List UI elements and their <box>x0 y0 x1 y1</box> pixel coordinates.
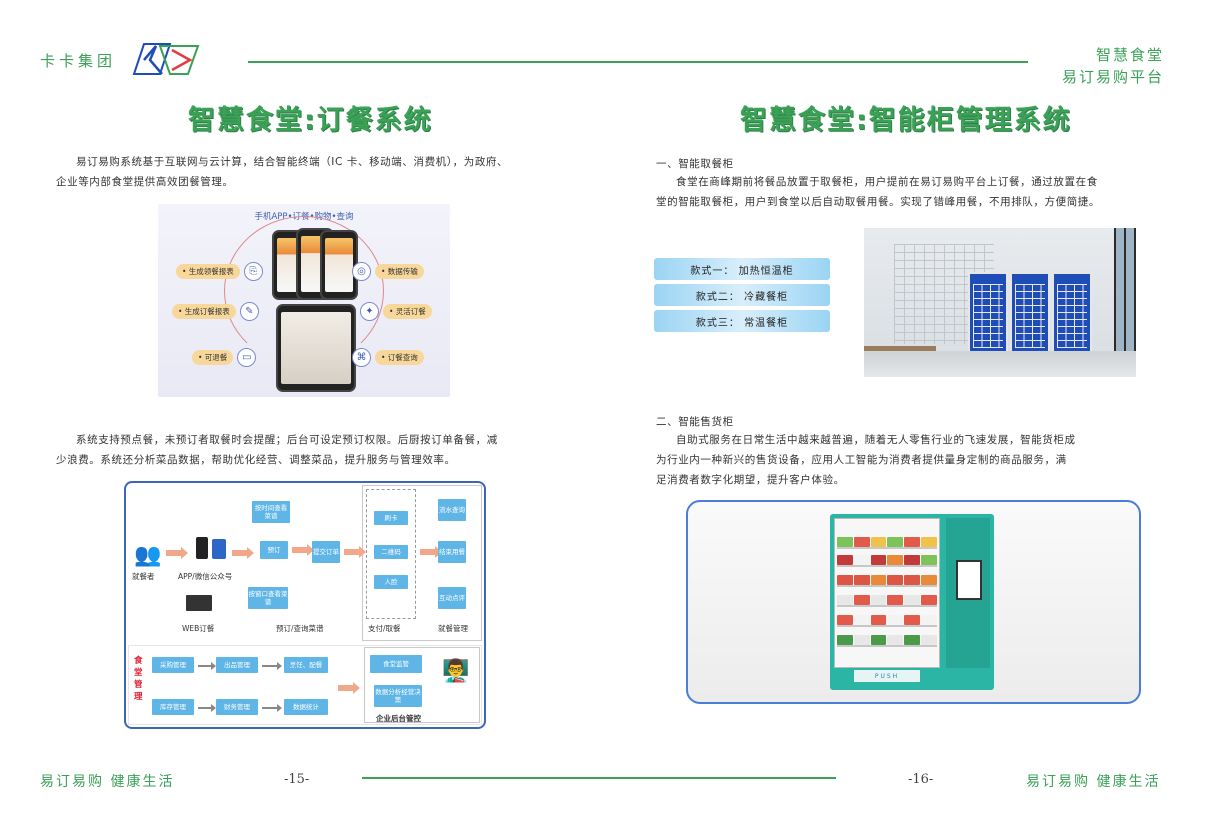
flow-arrow <box>420 546 442 558</box>
header-right-line1: 智慧食堂 <box>1095 46 1164 64</box>
flow-box-analysis: 数据分析经营决策 <box>374 685 422 707</box>
cabinet-style-1: 款式一： 加热恒温柜 <box>654 258 830 280</box>
feature-right-2: ✦ • 灵活订餐 <box>360 302 432 321</box>
flow-box-flow-query: 流水查询 <box>438 499 466 521</box>
computer-icon <box>186 595 212 611</box>
cabinet-style-2: 款式二： 冷藏餐柜 <box>654 284 830 306</box>
brand-name: 卡卡集团 <box>40 52 117 70</box>
header-right-line2: 易订易购平台 <box>1061 68 1164 86</box>
vending-machine: PUSH <box>830 514 994 690</box>
feature-left-1: • 生成领餐报表 ⎘ <box>176 262 263 281</box>
food-locker <box>1010 272 1050 354</box>
people-icon: 👥 <box>134 543 162 568</box>
phone-icon <box>196 537 208 559</box>
share-icon: ⌘ <box>352 348 371 367</box>
flow-arrow <box>292 544 314 556</box>
feature-left-2: • 生成订餐报表 ✎ <box>172 302 259 321</box>
flow-arrow <box>344 546 366 558</box>
flow-pay-label: 支付/取餐 <box>368 624 401 633</box>
order-report-icon: ✎ <box>239 302 259 321</box>
header-right-block: 智慧食堂 易订易购平台 <box>1062 44 1164 88</box>
left-para2-line1: 系统支持预点餐，未预订者取餐时会提醒；后台可设定预订权限。后厨按订单备餐，减 <box>76 434 498 446</box>
flow-box-stats: 数据统计 <box>284 699 328 715</box>
flow-box-time-menu: 按时间查看菜谱 <box>252 501 290 523</box>
flow-arrow <box>262 704 282 712</box>
cabinet-style-3: 款式三： 常温餐柜 <box>654 310 830 332</box>
section2-text: 自助式服务在日常生活中越来越普遍，随着无人零售行业的飞速发展，智能货柜成 为行业… <box>656 430 1154 490</box>
locker-room-photo <box>864 228 1136 377</box>
vending-machine-photo: PUSH <box>686 500 1141 704</box>
flow-box-cook: 烹饪、配餐 <box>284 657 328 673</box>
section2-line3: 足消费者数字化期望，提升客户体验。 <box>656 474 845 486</box>
flow-box-purchase: 采购管理 <box>152 657 194 673</box>
section1-line2: 堂的智能取餐柜，用户到食堂以后自动取餐用餐。实现了错峰用餐，不用排队，方便简捷。 <box>656 196 1100 208</box>
flow-box-supervise: 食堂监管 <box>370 655 422 673</box>
left-intro-line1: 易订易购系统基于互联网与云计算，结合智能终端（IC 卡、移动端、消费机），为政府… <box>76 156 509 168</box>
refund-icon: ▭ <box>237 348 257 367</box>
food-locker <box>968 272 1008 354</box>
company-logo <box>132 43 200 75</box>
flow-diner-label: 就餐者 <box>132 572 155 581</box>
flow-arrow <box>262 662 282 670</box>
page-number-right: -16- <box>908 772 934 787</box>
page-number-left: -15- <box>284 772 310 787</box>
section1-line1: 食堂在商峰期前将餐品放置于取餐柜，用户提前在易订易购平台上订餐，通过放置在食 <box>676 176 1098 188</box>
flow-box-inventory: 库存管理 <box>152 699 194 715</box>
section2-line1: 自助式服务在日常生活中越来越普遍，随着无人零售行业的飞速发展，智能货柜成 <box>676 434 1076 446</box>
flow-box-face: 人脸 <box>374 575 408 589</box>
flow-box-card: 刷卡 <box>374 511 408 525</box>
footer-slogan-right: 易订易购 健康生活 <box>1026 774 1161 790</box>
globe-icon: ◎ <box>352 262 371 281</box>
section1-text: 食堂在商峰期前将餐品放置于取餐柜，用户提前在易订易购平台上订餐，通过放置在食 堂… <box>656 172 1154 212</box>
section2-heading: 二、智能售货柜 <box>656 416 734 428</box>
left-para2-line2: 少浪费。系统还分析菜品数据，帮助优化经营、调整菜品，提升服务与管理效率。 <box>56 454 456 466</box>
phone-image <box>276 304 356 392</box>
push-door: PUSH <box>854 670 920 682</box>
flexible-order-icon: ✦ <box>360 302 379 321</box>
wechat-icon <box>212 539 226 559</box>
canteen-mgmt-vertical: 食 堂 管 理 <box>134 656 143 702</box>
presenter-icon: 👨‍🏫 <box>442 659 470 684</box>
feature-left-3: • 可退餐 ▭ <box>192 348 257 367</box>
flow-front-area <box>128 485 362 641</box>
flow-box-finance: 财务管理 <box>216 699 258 715</box>
left-intro-line2: 企业等内部食堂提供高效团餐管理。 <box>56 176 234 188</box>
flow-dining-label: 就餐管理 <box>438 624 468 633</box>
flow-arrow <box>198 662 216 670</box>
pay-methods-group <box>366 489 416 619</box>
section1-heading: 一、智能取餐柜 <box>656 158 734 170</box>
section2-line2: 为行业内一种新兴的售货设备，应用人工智能为消费者提供量身定制的商品服务，满 <box>656 454 1067 466</box>
flow-box-outbound: 出品管理 <box>216 657 258 673</box>
flow-box-submit: 提交订单 <box>312 541 340 563</box>
vending-screen <box>956 560 982 600</box>
footer-slogan-left: 易订易购 健康生活 <box>40 774 175 790</box>
flow-arrow <box>198 704 216 712</box>
flow-order-query-label: 预订/查询菜谱 <box>276 624 324 633</box>
flow-box-end-meal: 结束用餐 <box>438 541 466 563</box>
flow-arrow <box>166 547 188 559</box>
flow-arrow <box>232 547 254 559</box>
report-icon: ⎘ <box>243 262 263 281</box>
left-para2: 系统支持预点餐，未预订者取餐时会提醒；后台可设定预订权限。后厨按订单备餐，减 少… <box>56 430 576 470</box>
flow-app-label: APP/微信公众号 <box>178 572 233 581</box>
illustration-arc <box>224 216 384 366</box>
right-page-title: 智慧食堂:智能柜管理系统 <box>740 105 1072 136</box>
flow-web-label: WEB订餐 <box>182 624 215 633</box>
flow-backend-label: 企业后台管控 <box>376 714 421 723</box>
flow-arrow <box>338 682 360 694</box>
ordering-flow-diagram: 👥 就餐者 APP/微信公众号 WEB订餐 按时间查看菜谱 预订 提交订单 按窗… <box>124 481 486 729</box>
left-page-title: 智慧食堂:订餐系统 <box>188 105 433 136</box>
flow-box-qr: 二维码 <box>374 545 408 559</box>
flow-box-review: 互动点评 <box>438 587 466 609</box>
header-rule <box>248 61 1028 63</box>
footer-rule <box>362 777 836 779</box>
app-illustration: 手机APP•订餐•购物•查询 • 生成领餐报表 ⎘ • 生成订餐报表 ✎ • 可… <box>158 204 450 397</box>
flow-box-order: 预订 <box>260 541 288 559</box>
feature-right-1: ◎ • 数据传输 <box>352 262 424 281</box>
feature-right-3: ⌘ • 订餐查询 <box>352 348 424 367</box>
food-locker <box>1052 272 1092 354</box>
left-intro: 易订易购系统基于互联网与云计算，结合智能终端（IC 卡、移动端、消费机），为政府… <box>56 152 576 192</box>
flow-box-window-menu: 按窗口查看菜谱 <box>248 587 288 609</box>
